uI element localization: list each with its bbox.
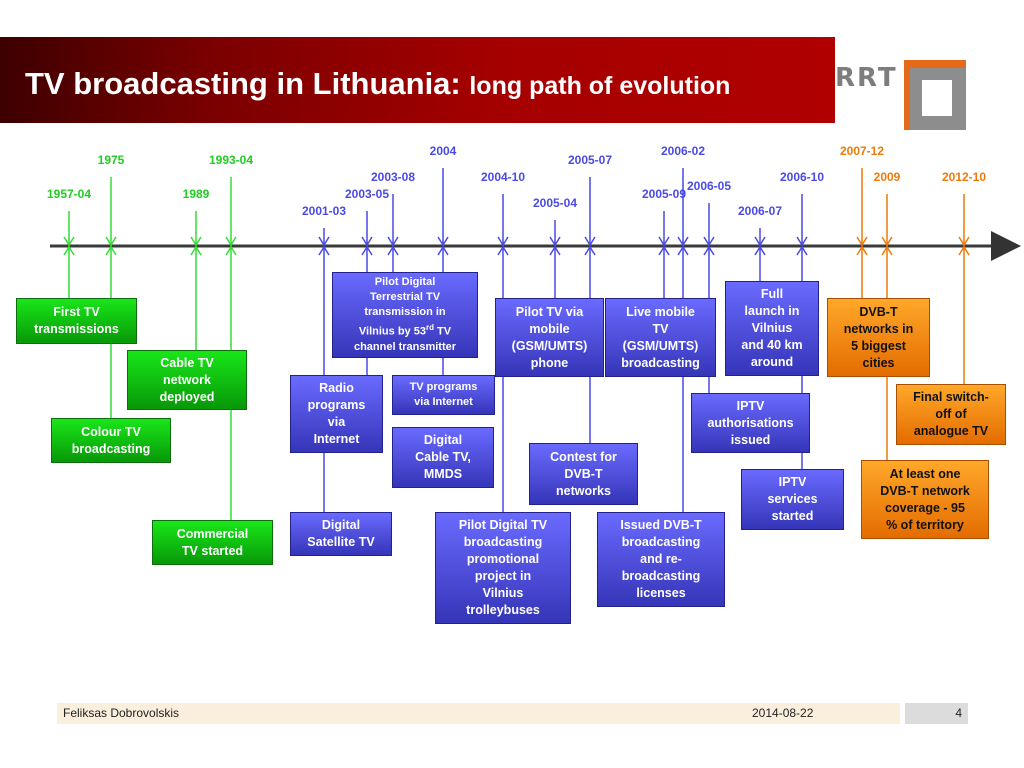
event-arrow-bottom-2007-12 <box>856 245 868 256</box>
event-arrow-top-2004 <box>437 236 449 247</box>
box-issued-licenses: Issued DVB-T broadcasting and re- broadc… <box>597 512 725 607</box>
box-pilot-dtt: Pilot Digital Terrestrial TV transmissio… <box>332 272 478 358</box>
event-arrow-bottom-2001-03 <box>318 245 330 256</box>
event-arrow-top-2004-10 <box>497 236 509 247</box>
box-pilot-mobile: Pilot TV via mobile (GSM/UMTS) phone <box>495 298 604 377</box>
event-arrow-top-2012-10 <box>958 236 970 247</box>
event-arrow-bottom-2005-04 <box>549 245 561 256</box>
title-bar: TV broadcasting in Lithuania: long path … <box>0 37 835 123</box>
date-label-2004: 2004 <box>429 144 457 158</box>
logo-white-square <box>922 80 952 116</box>
event-arrow-bottom-2012-10 <box>958 245 970 256</box>
event-arrow-top-2005-09 <box>658 236 670 247</box>
rrt-logo: RRT <box>835 60 970 132</box>
box-contest-dvbt: Contest for DVB-T networks <box>529 443 638 505</box>
event-arrow-bottom-2003-05 <box>361 245 373 256</box>
box-switchoff: Final switch- off of analogue TV <box>896 384 1006 445</box>
event-arrow-top-2006-07 <box>754 236 766 247</box>
date-label-2012-10: 2012-10 <box>941 170 987 184</box>
event-arrow-top-2003-05 <box>361 236 373 247</box>
box-coverage: At least one DVB-T network coverage - 95… <box>861 460 989 539</box>
event-arrow-top-2006-10 <box>796 236 808 247</box>
box-commercial-tv: Commercial TV started <box>152 520 273 565</box>
box-colour-tv: Colour TV broadcasting <box>51 418 171 463</box>
box-digital-cable: Digital Cable TV, MMDS <box>392 427 494 488</box>
box-iptv-auth: IPTV authorisations issued <box>691 393 810 453</box>
date-label-1989: 1989 <box>182 187 210 201</box>
date-label-1957-04: 1957-04 <box>46 187 92 201</box>
logo-text: RRT <box>835 63 898 93</box>
date-label-2007-12: 2007-12 <box>839 144 885 158</box>
event-arrow-bottom-2006-10 <box>796 245 808 256</box>
page-number-box: 4 <box>905 703 968 724</box>
date-label-2003-05: 2003-05 <box>344 187 390 201</box>
page-number: 4 <box>955 706 962 720</box>
event-arrow-top-2006-02 <box>677 236 689 247</box>
footer-date: 2014-08-22 <box>752 706 814 720</box>
event-arrow-bottom-1989 <box>190 245 202 256</box>
event-arrow-bottom-2005-09 <box>658 245 670 256</box>
footer-author: Feliksas Dobrovolskis <box>63 706 180 720</box>
box-iptv-started: IPTV services started <box>741 469 844 530</box>
box-live-mobile: Live mobile TV (GSM/UMTS) broadcasting <box>605 298 716 377</box>
box-cable-tv: Cable TV network deployed <box>127 350 247 410</box>
event-arrow-bottom-2006-07 <box>754 245 766 256</box>
date-label-2005-09: 2005-09 <box>641 187 687 201</box>
event-arrow-bottom-1957-04 <box>63 245 75 256</box>
event-arrow-bottom-2005-07 <box>584 245 596 256</box>
event-arrow-bottom-2004 <box>437 245 449 256</box>
event-arrow-top-1957-04 <box>63 236 75 247</box>
box-full-launch: Full launch in Vilnius and 40 km around <box>725 281 819 376</box>
page-title: TV broadcasting in Lithuania: long path … <box>25 66 730 102</box>
box-digital-satellite: Digital Satellite TV <box>290 512 392 556</box>
pilot-dtt-text: Pilot Digital Terrestrial TV transmissio… <box>353 276 457 353</box>
box-pilot-trolleybus: Pilot Digital TV broadcasting promotiona… <box>435 512 571 624</box>
date-label-2006-07: 2006-07 <box>737 204 783 218</box>
title-subtitle: long path of evolution <box>469 72 731 100</box>
title-main: TV broadcasting in Lithuania: <box>25 66 470 101</box>
date-label-2004-10: 2004-10 <box>480 170 526 184</box>
box-radio-internet: Radio programs via Internet <box>290 375 383 453</box>
date-label-2005-07: 2005-07 <box>567 153 613 167</box>
box-first-tv: First TV transmissions <box>16 298 137 344</box>
event-arrow-top-1993-04 <box>225 236 237 247</box>
date-label-2003-08: 2003-08 <box>370 170 416 184</box>
event-arrow-bottom-2009 <box>881 245 893 256</box>
date-label-1993-04: 1993-04 <box>208 153 254 167</box>
date-label-2009: 2009 <box>873 170 901 184</box>
event-arrow-bottom-1975 <box>105 245 117 256</box>
footer-bar: Feliksas Dobrovolskis 2014-08-22 <box>57 703 900 724</box>
date-label-2006-02: 2006-02 <box>660 144 706 158</box>
date-label-2005-04: 2005-04 <box>532 196 578 210</box>
event-arrow-bottom-2004-10 <box>497 245 509 256</box>
event-arrow-bottom-1993-04 <box>225 245 237 256</box>
event-arrow-top-2003-08 <box>387 236 399 247</box>
date-label-2006-10: 2006-10 <box>779 170 825 184</box>
event-arrow-top-2006-05 <box>703 236 715 247</box>
event-arrow-top-2005-04 <box>549 236 561 247</box>
event-arrow-top-2009 <box>881 236 893 247</box>
event-arrow-top-1989 <box>190 236 202 247</box>
date-label-2001-03: 2001-03 <box>301 204 347 218</box>
box-dvbt-cities: DVB-T networks in 5 biggest cities <box>827 298 930 377</box>
event-arrow-top-2007-12 <box>856 236 868 247</box>
event-arrow-top-2001-03 <box>318 236 330 247</box>
box-tv-internet: TV programs via Internet <box>392 375 495 415</box>
event-arrow-bottom-2003-08 <box>387 245 399 256</box>
date-label-1975: 1975 <box>97 153 125 167</box>
event-arrow-top-1975 <box>105 236 117 247</box>
event-arrow-bottom-2006-05 <box>703 245 715 256</box>
event-arrow-bottom-2006-02 <box>677 245 689 256</box>
event-arrow-top-2005-07 <box>584 236 596 247</box>
date-label-2006-05: 2006-05 <box>686 179 732 193</box>
